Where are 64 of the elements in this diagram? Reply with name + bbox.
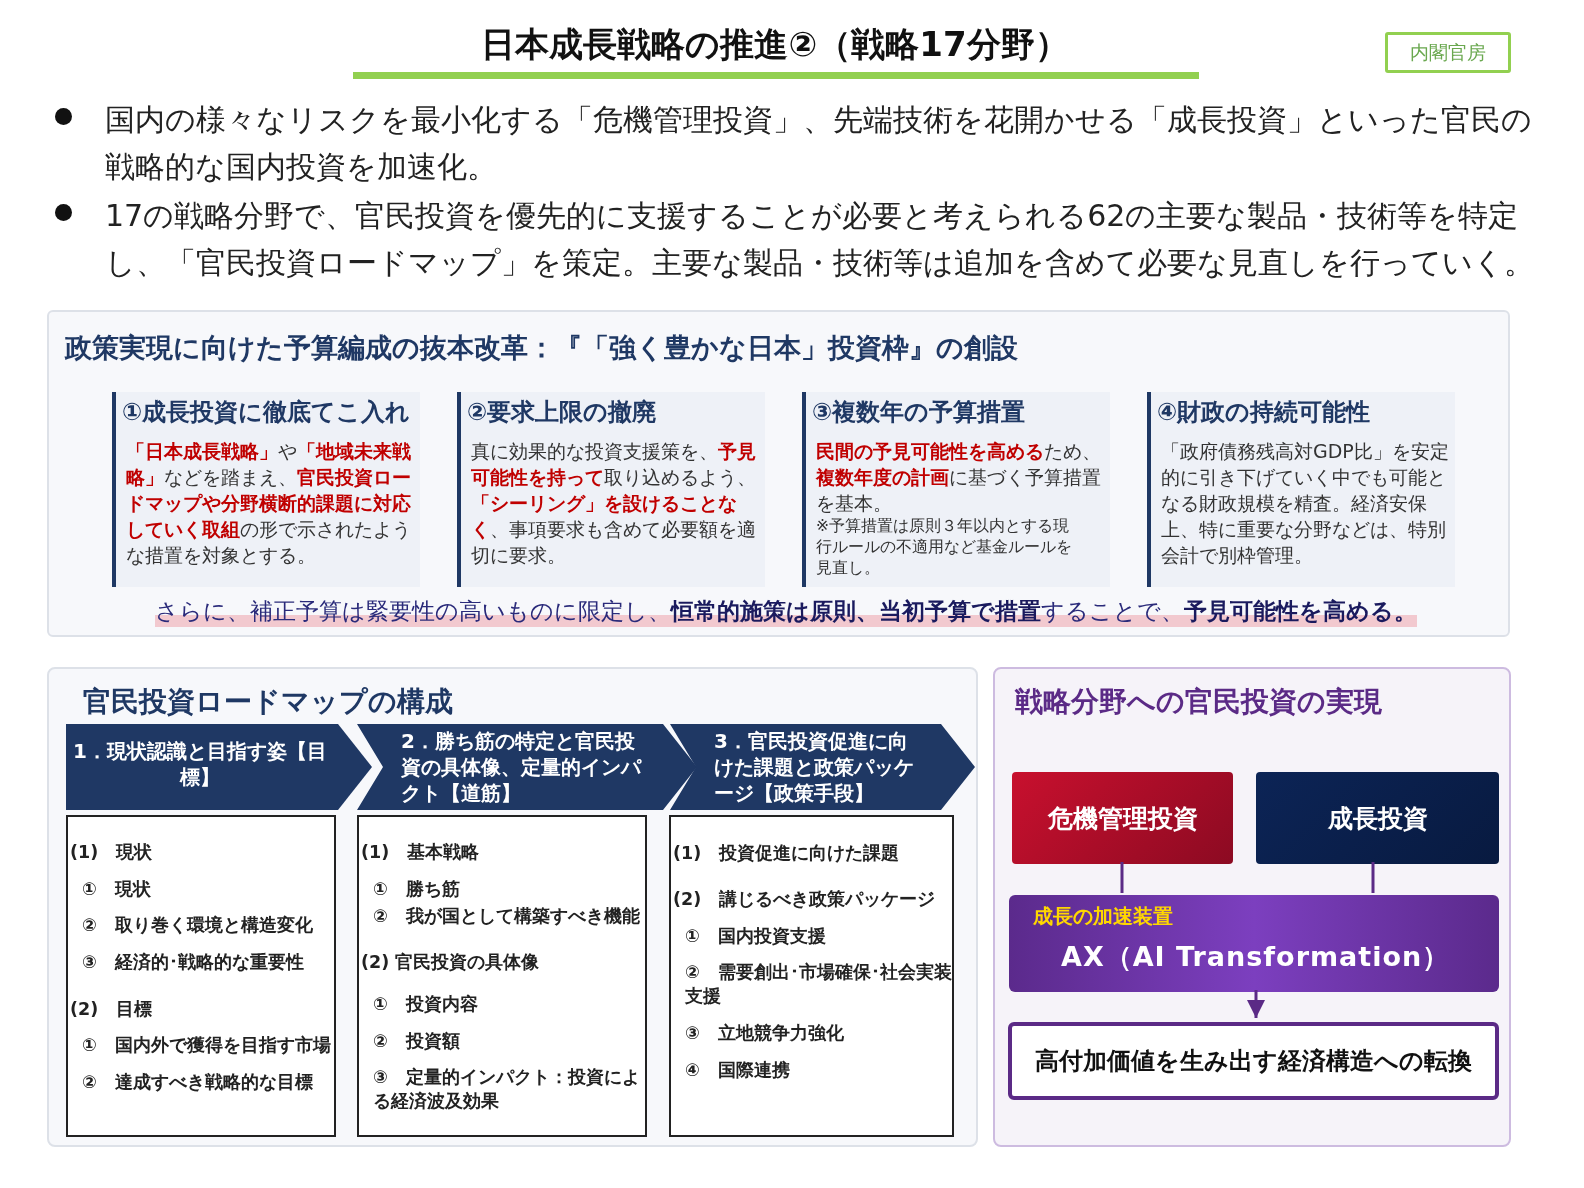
list-box — [357, 815, 647, 1137]
card-text: 真に効果的な投資支援策を、予見可能性を持って取り込めるよう、「シーリング」を設けることなく、事項要求も含めて必要額を適切に要求。 — [471, 439, 757, 568]
panel-heading: 戦略分野への官民投資の実現 — [1015, 684, 1382, 720]
policy-card — [802, 392, 1110, 587]
panel — [47, 310, 1510, 637]
box-label: 成長投資 — [1327, 802, 1428, 835]
panel — [993, 667, 1511, 1147]
box-label: 高付加価値を生み出す経済構造への転換 — [1035, 1046, 1472, 1077]
panel-heading: 官民投資ロードマップの構成 — [83, 684, 453, 720]
list-item: ③ 立地競争力強化 — [685, 1022, 845, 1045]
list-item: ③ 経済的･戦略的な重要性 — [82, 951, 305, 974]
accelerator-box — [1009, 895, 1499, 992]
card-text: 民間の予見可能性を高めるため、複数年度の計画に基づく予算措置を基本。 — [816, 439, 1102, 516]
list-item: ① 投資内容 — [373, 993, 479, 1016]
title: 日本成長戦略の推進②（戦略17分野） — [480, 23, 1070, 66]
card-text: 「日本成長戦略」や「地域未来戦略」などを踏まえ、官民投資ロードマップや分野横断的課題に対応していく取組の形で示されたような措置を対象とする。 — [126, 439, 412, 568]
policy-card — [457, 392, 765, 587]
bullet-text: 17の戦略分野で、官民投資を優先的に支援することが必要と考えられる62の主要な製品・技術等を特定し、「官民投資ロードマップ」を策定。主要な製品・技術等は追加を含めて必要な見直しを行っていく。 — [105, 197, 1535, 282]
list-item: ② 投資額 — [373, 1030, 461, 1053]
card-heading: ②要求上限の撤廃 — [467, 397, 657, 428]
box-label: 危機管理投資 — [1047, 802, 1198, 835]
note-text: ※予算措置は原則３年以内とする現行ルールの不適用など基金ルールを見直し。 — [816, 516, 1073, 579]
chevron-label: 3．官民投資促進に向けた課題と政策パッケージ【政策手段】 — [714, 728, 915, 806]
list-item: ① 勝ち筋 — [373, 878, 461, 901]
list-box — [669, 815, 954, 1137]
policy-card — [112, 392, 420, 587]
chevron-label: 2．勝ち筋の特定と官民投資の具体像、定量的インパクト【道筋】 — [401, 728, 643, 806]
chevron-label: 1．現状認識と目指す姿【目標】 — [72, 738, 328, 790]
list-item: (2) 目標 — [70, 998, 154, 1021]
list-item: (2) 官民投資の具体像 — [361, 951, 541, 974]
arrow — [1247, 990, 1265, 1018]
investment-box — [1012, 772, 1233, 864]
investment-box — [1256, 772, 1499, 864]
chevron-header — [670, 724, 975, 810]
card-heading: ①成長投資に徹底てこ入れ — [122, 397, 411, 428]
card-text: 「政府債務残高対GDP比」を安定的に引き下げていく中でも可能となる財政規模を精査。経済安保上、特に重要な分野などは、特別会計で別枠管理。 — [1161, 439, 1450, 568]
bullet-text: 国内の様々なリスクを最小化する「危機管理投資」、先端技術を花開かせる「成長投資」といった官民の戦略的な国内投資を加速化。 — [105, 101, 1533, 186]
list-item: (2) 講じるべき政策パッケージ — [673, 888, 937, 911]
list-item: ② 我が国として構築すべき機能 — [373, 905, 641, 928]
organization-tag: 内閣官房 — [1385, 32, 1511, 73]
list-item: ② 需要創出･市場確保･社会実装支援 — [685, 961, 952, 1008]
card-heading: ④財政の持続可能性 — [1157, 397, 1371, 428]
panel — [47, 667, 978, 1147]
list-item: ④ 国際連携 — [685, 1059, 791, 1082]
card-heading: ③複数年の予算措置 — [812, 397, 1026, 428]
box-subheading: 成長の加速装置 — [1033, 903, 1173, 930]
list-item: ① 国内外で獲得を目指す市場 — [82, 1034, 332, 1057]
list-item: ③ 定量的インパクト：投資による経済波及効果 — [373, 1066, 641, 1113]
list-item: (1) 現状 — [70, 841, 154, 864]
connector-line — [1371, 862, 1375, 893]
box-label: AX（AI Transformation） — [1061, 940, 1451, 974]
list-item: ① 国内投資支援 — [685, 925, 827, 948]
list-item: (1) 基本戦略 — [361, 841, 481, 864]
list-item: ② 達成すべき戦略的な目標 — [82, 1071, 314, 1094]
list-item: ① 現状 — [82, 878, 152, 901]
panel-heading: 政策実現に向けた予算編成の抜本改革：『「強く豊かな日本」投資枠』の創設 — [65, 331, 1018, 365]
policy-card — [1147, 392, 1455, 587]
chevron-header — [357, 724, 697, 810]
chevron-header — [66, 724, 372, 810]
list-box — [66, 815, 336, 1137]
list-item: (1) 投資促進に向けた課題 — [673, 842, 901, 865]
list-item: ② 取り巻く環境と構造変化 — [82, 914, 314, 937]
outcome-box — [1008, 1022, 1499, 1100]
connector-line — [1120, 862, 1124, 893]
